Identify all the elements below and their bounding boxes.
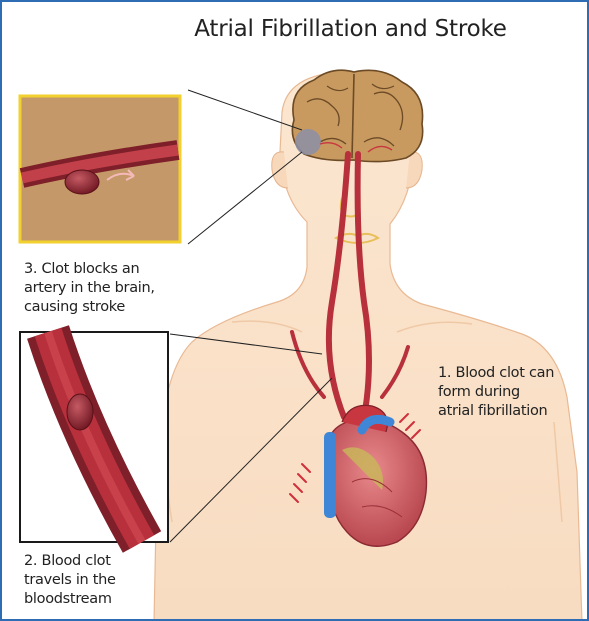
page-title: Atrial Fibrillation and Stroke [2,16,589,42]
brain-icon [292,70,422,161]
inset-bloodstream [20,332,168,542]
label-step2: 2. Blood clot travels in the bloodstream [24,552,116,609]
blood-clot-icon [65,170,99,194]
label-step3: 3. Clot blocks an artery in the brain, c… [24,260,155,317]
blood-clot-icon [67,394,93,430]
inset-brain-artery [20,96,180,242]
label-step1: 1. Blood clot can form during atrial fib… [438,364,554,421]
